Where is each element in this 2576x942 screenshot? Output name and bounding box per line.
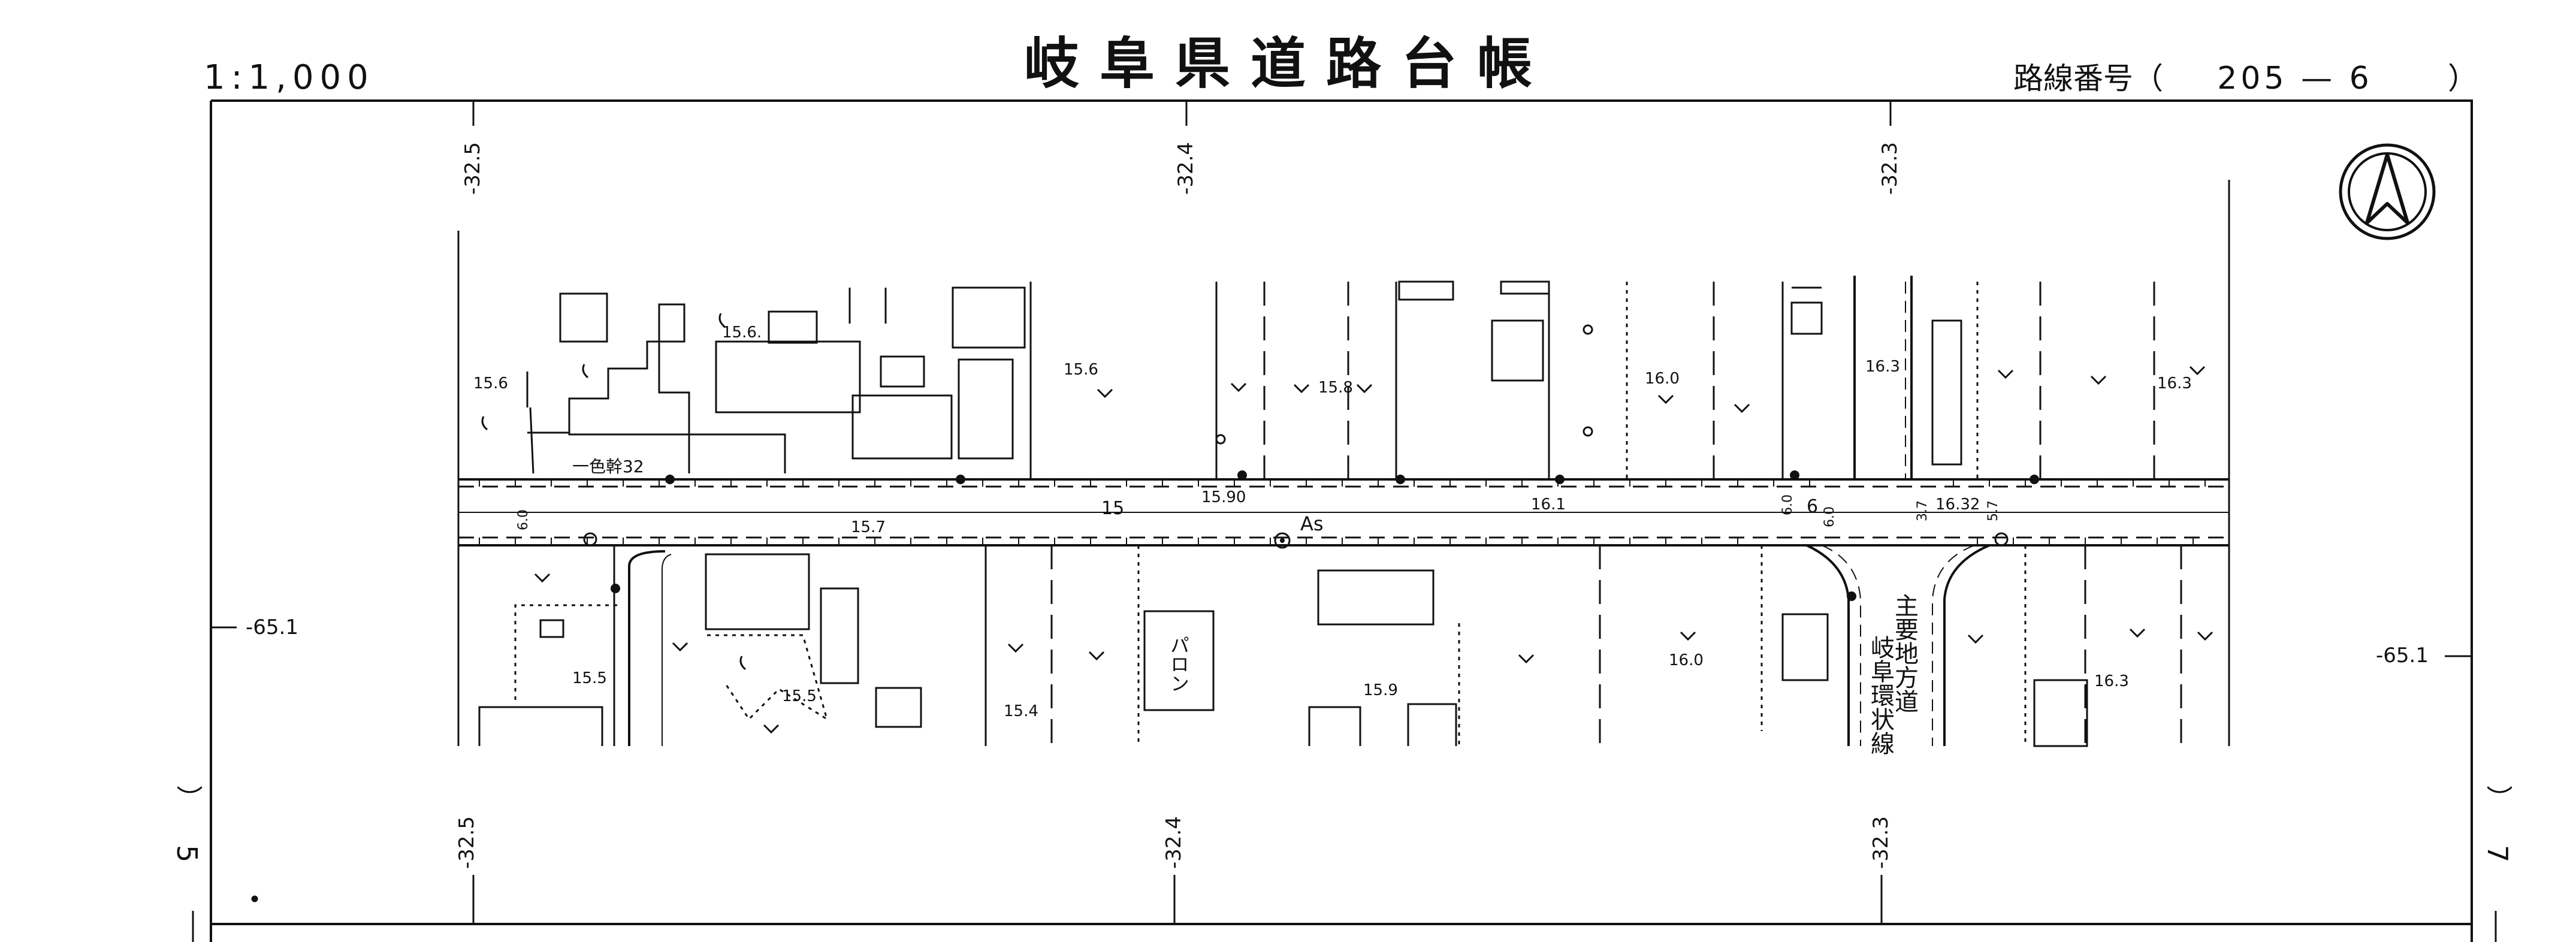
road-width-label: 5.7 — [1986, 500, 2001, 521]
elevation-label: 15.6 — [473, 375, 508, 393]
grid-label-top-1: -32.5 — [461, 142, 485, 195]
grid-label-right: -65.1 — [2376, 644, 2429, 668]
south-lot-lines — [514, 545, 2182, 746]
adjacent-sheet-left-paren: ） — [173, 785, 204, 811]
margin-marks — [192, 895, 2497, 942]
crossroad-name-line2: 岐阜環状線 — [1867, 635, 1894, 755]
route-number-value: 205 — 6 — [2217, 61, 2372, 96]
elevation-label: 15.5 — [782, 687, 817, 705]
elevation-label: 16.3 — [2157, 375, 2192, 393]
north-lot-lines — [1029, 282, 2155, 479]
station-label-6: 6 — [1807, 496, 1818, 517]
road-edges — [458, 478, 2229, 547]
route-number-label: 路線番号（ — [2013, 61, 2163, 96]
road-width-label: 6.0 — [1780, 494, 1795, 515]
building-name-label: パロン — [1167, 635, 1190, 693]
south-buildings — [478, 550, 2088, 747]
adjacent-sheet-right-paren: ） — [2483, 785, 2514, 811]
grid-label-bottom-3: -32.3 — [1869, 816, 1893, 869]
adjacent-sheet-left-number: 5 — [171, 845, 203, 862]
grid-ticks — [211, 101, 2472, 924]
elevation-label: 15.6. — [722, 324, 762, 342]
road-width-label: 3.7 — [1915, 500, 1930, 521]
grid-label-top-3: -32.3 — [1878, 142, 1902, 195]
width-labels: 6.0 6.0 6.0 3.7 5.7 — [516, 494, 2001, 530]
station-label-15: 15 — [1101, 498, 1124, 519]
elevation-label: 16.32 — [1935, 496, 1980, 514]
map-area-bounds — [457, 180, 2230, 746]
elevation-label: 15.4 — [1004, 702, 1038, 720]
grid-label-bottom-1: -32.5 — [455, 816, 479, 869]
road-width-label: 6.0 — [1822, 506, 1837, 527]
scale-label: 1:1,000 — [204, 58, 375, 97]
benchmark-label: 一色幹32 — [572, 457, 644, 476]
elevation-label: 16.1 — [1531, 496, 1566, 514]
elevation-label: 16.0 — [1645, 370, 1680, 388]
north-buildings — [526, 280, 1962, 474]
map-frame — [210, 99, 2473, 942]
elevation-labels: 15.6 15.6. 15.6 15.8 16.0 16.3 16.3 15.5… — [473, 324, 2192, 720]
sheet-title: 岐阜県道路台帳 — [1024, 32, 1553, 96]
north-arrow-icon — [2339, 143, 2436, 240]
elevation-label: 15.90 — [1201, 488, 1246, 506]
elevation-label: 15.9 — [1363, 681, 1398, 699]
elevation-label: 15.7 — [851, 518, 886, 536]
utility-poles — [583, 324, 2039, 601]
route-number-close: ） — [2448, 61, 2478, 96]
grid-label-top-2: -32.4 — [1174, 142, 1198, 195]
elevation-label: 16.3 — [2094, 672, 2129, 690]
grid-label-bottom-2: -32.4 — [1162, 816, 1186, 869]
elevation-label: 16.0 — [1669, 651, 1704, 669]
pavement-type-label: As — [1300, 512, 1324, 535]
elevation-label: 15.8 — [1318, 379, 1353, 397]
vegetation-symbols — [481, 313, 2213, 734]
grid-label-left: -65.1 — [246, 615, 298, 639]
road-width-label: 6.0 — [516, 509, 531, 530]
elevation-label: 15.6 — [1064, 361, 1098, 379]
adjacent-sheet-right-number: 7 — [2481, 845, 2514, 862]
elevation-label: 16.3 — [1865, 358, 1900, 376]
elevation-label: 15.5 — [572, 669, 607, 687]
crossroad-name-line1: 主要地方道 — [1891, 593, 1918, 713]
